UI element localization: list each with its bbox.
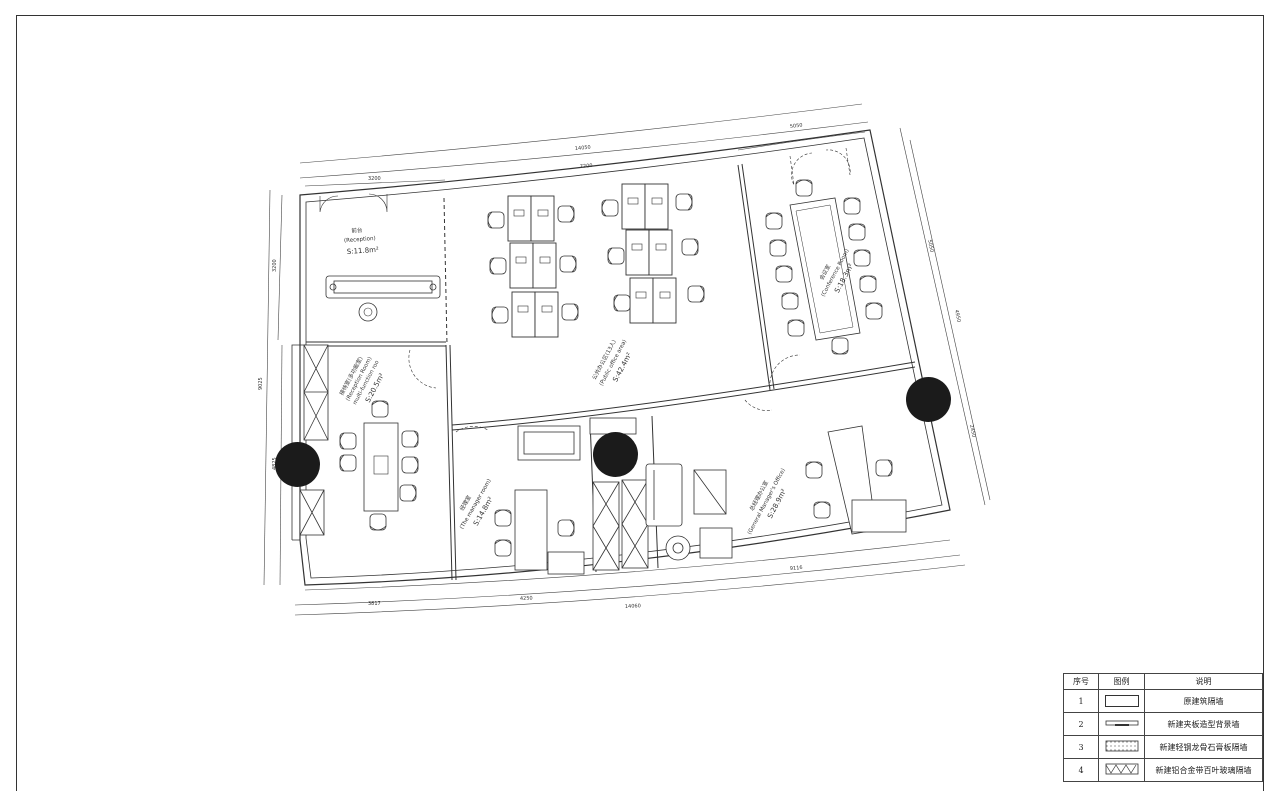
dim-right-bottom: 2450 (968, 424, 977, 438)
dim-top-left: 3200 (368, 176, 381, 182)
legend-row: 3 新建轻钢龙骨石膏板隔墙 (1063, 735, 1263, 759)
legend-row-no: 2 (1063, 712, 1099, 736)
gm-office-furniture (645, 425, 907, 561)
reception-name-en: (Reception) (344, 236, 376, 244)
drawing-frame (16, 15, 1264, 791)
reception-chair (358, 302, 378, 322)
redaction-marker-right (906, 377, 951, 422)
legend-row-desc: 原建筑隔墙 (1144, 689, 1263, 713)
legend-header-no: 序号 (1063, 673, 1099, 690)
legend-table: 序号 图例 说明 1 原建筑隔墙 2 新建夹板造型背景墙 3 新建轻钢龙骨石膏板… (1063, 673, 1263, 782)
reception-desk (325, 275, 441, 299)
legend-row-no: 1 (1063, 689, 1099, 713)
dim-bottom-mid: 4250 (520, 596, 533, 602)
dim-top-overall: 14050 (575, 145, 591, 152)
meeting-table-multifunction (339, 400, 419, 531)
legend-header-row: 序号 图例 说明 (1063, 673, 1263, 690)
dim-top-right: 5050 (790, 122, 803, 130)
dim-right-top: 5050 (926, 239, 935, 253)
redaction-marker-center (593, 432, 638, 477)
workstation-cluster-left (487, 195, 579, 338)
plain-wall-symbol (1104, 695, 1139, 707)
dim-left-overall: 9025 (258, 377, 264, 390)
reception-name: 前台 (351, 226, 363, 235)
plywood-wall-symbol (1105, 720, 1138, 726)
dim-bottom-right: 9116 (790, 565, 803, 572)
conference-table (765, 179, 883, 355)
storage-cabinets-center (589, 417, 649, 571)
redaction-marker-left (275, 442, 320, 487)
reception-area: S:11.8m² (347, 246, 380, 256)
legend-row-desc: 新建轻钢龙骨石膏板隔墙 (1144, 735, 1263, 759)
gypsum-wall-symbol (1105, 740, 1138, 752)
legend-row: 1 原建筑隔墙 (1063, 689, 1263, 713)
legend-row-no: 3 (1063, 735, 1099, 759)
dimension-lines (263, 103, 991, 616)
glass-louver-wall-symbol (1105, 763, 1138, 775)
legend-row: 2 新建夹板造型背景墙 (1063, 712, 1263, 736)
legend-row-no: 4 (1063, 758, 1099, 782)
storage-cabinets-left (299, 344, 329, 536)
legend-header-desc: 说明 (1144, 673, 1263, 690)
dim-bottom-left: 3817 (368, 601, 381, 607)
partitions (306, 147, 916, 581)
dim-bottom-overall: 14060 (625, 603, 641, 610)
legend-row-desc: 新建夹板造型背景墙 (1144, 712, 1263, 736)
dim-left-top: 3200 (272, 259, 278, 272)
dim-top-mid: 7200 (580, 163, 593, 170)
workstation-cluster-right (601, 183, 705, 324)
dim-right-mid: 4950 (953, 309, 962, 323)
legend-header-symbol: 图例 (1098, 673, 1145, 690)
legend-row: 4 新建铝合金带百叶玻璃隔墙 (1063, 758, 1263, 782)
manager-room-furniture (514, 425, 585, 575)
legend-row-desc: 新建铝合金带百叶玻璃隔墙 (1144, 758, 1263, 782)
